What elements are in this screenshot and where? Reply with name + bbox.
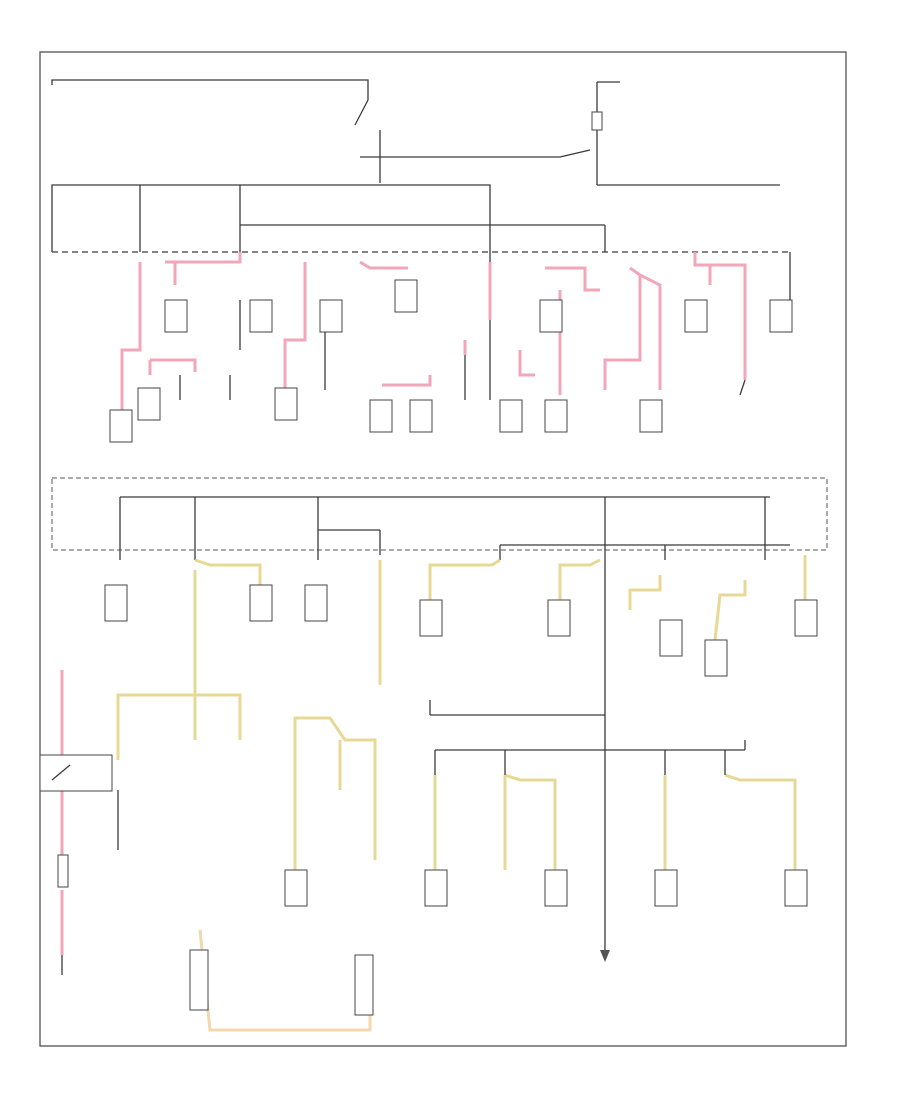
upper-section [51, 79, 793, 443]
diagram-border [39, 51, 847, 1047]
lower-section [39, 496, 818, 1032]
lower-fuse-block [51, 477, 828, 551]
